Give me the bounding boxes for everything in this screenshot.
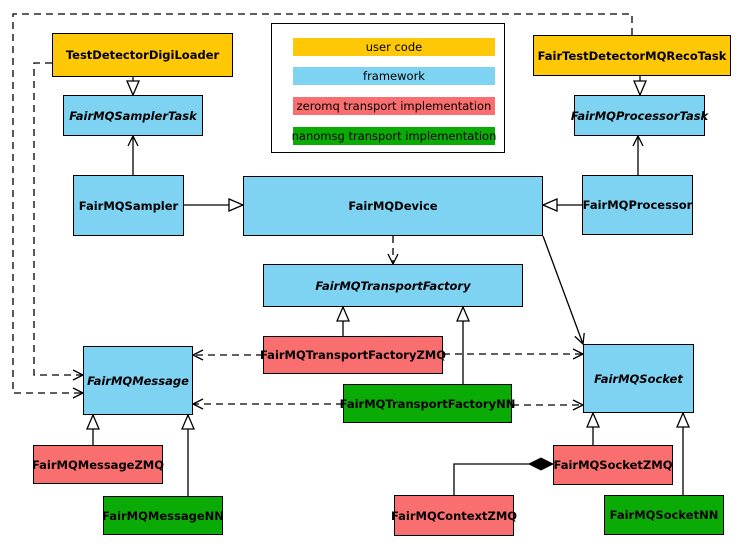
node-fairmq-sampler: FairMQSampler (73, 175, 184, 236)
node-fairmq-message-zmq: FairMQMessageZMQ (32, 445, 164, 484)
legend-item-framework: framework (293, 67, 495, 85)
node-test-detector-digi-loader: TestDetectorDigiLoader (52, 33, 233, 77)
node-fairmq-socket: FairMQSocket (583, 344, 694, 413)
node-fairmq-socket-nn: FairMQSocketNN (604, 495, 724, 535)
node-fairmq-sampler-task: FairMQSamplerTask (63, 95, 203, 136)
edge-device-socket (542, 235, 585, 346)
node-fairmq-context-zmq: FairMQContextZMQ (391, 495, 517, 536)
node-fairmq-transport-factory: FairMQTransportFactory (263, 264, 523, 307)
node-fairmq-message-nn: FairMQMessageNN (102, 496, 224, 535)
legend-item-zeromq: zeromq transport implementation (293, 97, 495, 115)
legend-item-user-code: user code (293, 38, 495, 56)
node-fairmq-processor-task: FairMQProcessorTask (571, 95, 708, 136)
edge-digiloader-message (33, 62, 85, 381)
node-fairmq-message: FairMQMessage (83, 346, 193, 415)
node-fairmq-transport-factory-zmq: FairMQTransportFactoryZMQ (260, 336, 446, 374)
node-fairmq-device: FairMQDevice (243, 176, 543, 236)
node-fairmq-transport-factory-nn: FairMQTransportFactoryNN (340, 384, 515, 423)
composition-diamond (527, 457, 555, 471)
edge-recotask-message (12, 13, 633, 399)
legend: user code framework zeromq transport imp… (271, 23, 505, 153)
node-fair-test-detector-mq-reco-task: FairTestDetectorMQRecoTask (533, 35, 731, 76)
legend-item-nanomsg: nanomsg transport implementation (291, 127, 497, 145)
node-fairmq-socket-zmq: FairMQSocketZMQ (553, 445, 673, 485)
edge-contextzmq-socketzmq (453, 463, 529, 495)
node-fairmq-processor: FairMQProcessor (582, 175, 693, 235)
